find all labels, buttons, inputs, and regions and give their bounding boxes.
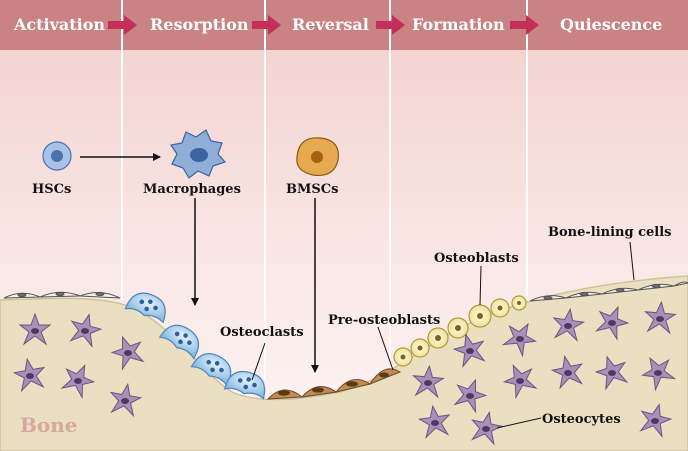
pointer-lines [251, 241, 635, 429]
label-macrophages: Macrophages [143, 182, 241, 197]
macrophage-cell-icon [169, 129, 227, 179]
stage-activation: Activation [13, 15, 105, 34]
bone-lining-cells-right [529, 281, 688, 302]
stage-formation: Formation [412, 15, 505, 34]
stage-reversal: Reversal [292, 15, 369, 34]
label-osteoclasts: Osteoclasts [220, 325, 304, 340]
stage-dividers [121, 0, 528, 380]
osteoclasts [124, 292, 266, 400]
label-pre-osteoblasts: Pre-osteoblasts [328, 313, 440, 328]
stage-arrow-icon [510, 15, 539, 35]
pre-osteoblasts [266, 368, 402, 400]
osteocytes [12, 300, 677, 446]
stage-arrow-icon [376, 15, 405, 35]
label-bone: Bone [20, 413, 78, 437]
stage-quiescence: Quiescence [560, 15, 662, 34]
stage-resorption: Resorption [150, 15, 249, 34]
hsc-cell-icon [42, 141, 72, 171]
stage-arrow-icon [108, 15, 137, 35]
label-osteocytes: Osteocytes [542, 412, 621, 427]
stage-arrows [108, 15, 539, 35]
bone-lining-cells-left [3, 291, 121, 299]
bmsc-cell-icon [296, 137, 339, 177]
label-bmscs: BMSCs [286, 182, 338, 197]
label-bone-lining-cells: Bone-lining cells [548, 225, 672, 240]
label-hscs: HSCs [32, 182, 71, 197]
flow-arrows [80, 153, 319, 373]
stage-arrow-icon [252, 15, 281, 35]
label-osteoblasts: Osteoblasts [434, 251, 519, 266]
